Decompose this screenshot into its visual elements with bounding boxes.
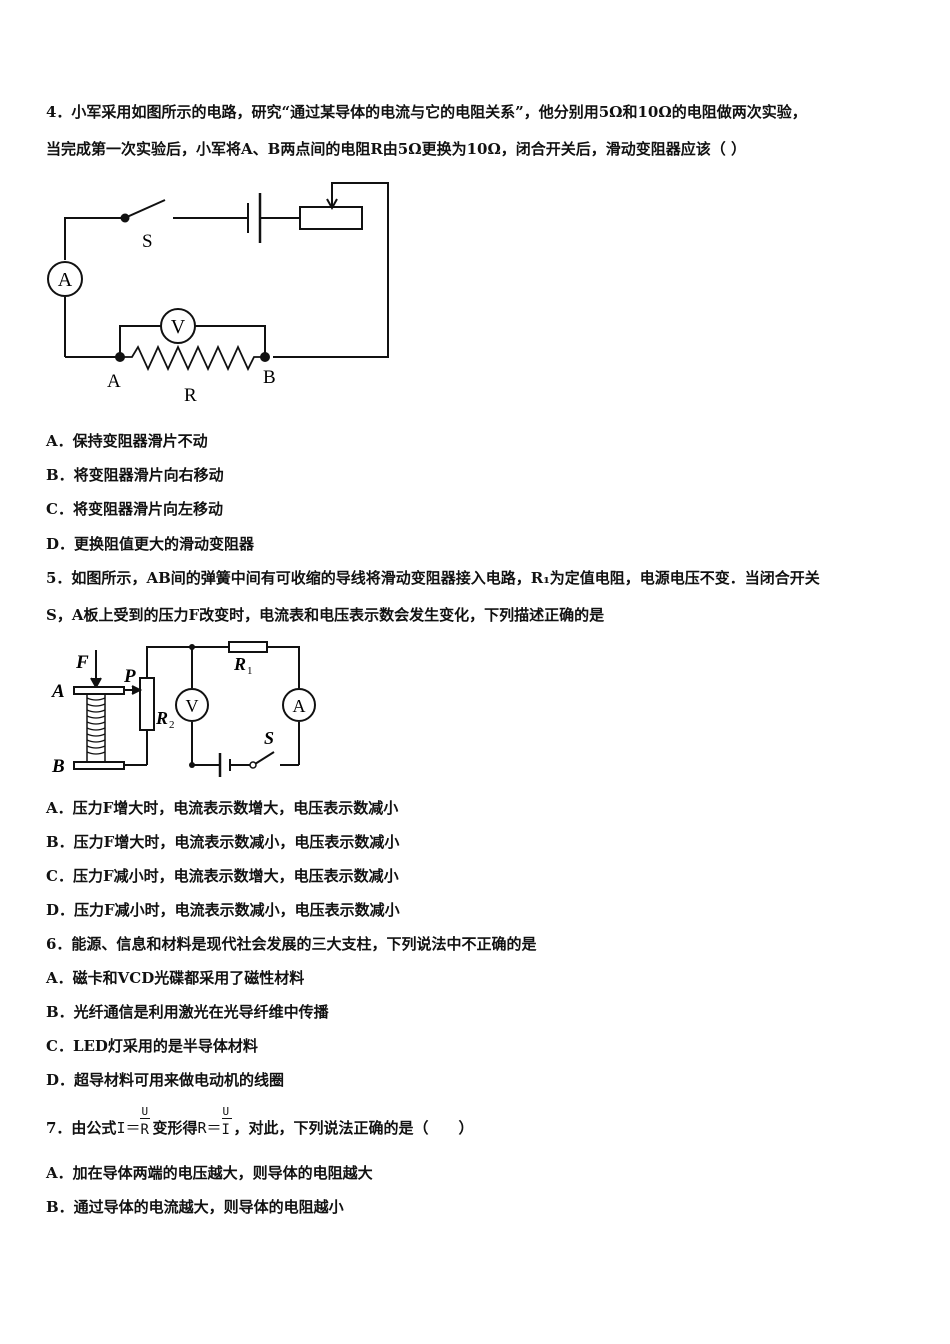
q7-formula2-num: U xyxy=(222,1105,230,1118)
q7-formula2-lhs: R＝ xyxy=(197,1119,222,1137)
q6-option-d[interactable]: D．超导材料可用来做电动机的线圈 xyxy=(46,1071,285,1089)
q5-circuit-diagram: V A F A B P R 1 R 2 S xyxy=(51,641,316,777)
switch-contact xyxy=(249,761,257,769)
ammeter-label: A xyxy=(293,696,306,716)
r2-subscript: 2 xyxy=(169,719,175,731)
q6-option-b[interactable]: B．光纤通信是利用激光在光导纤维中传播 xyxy=(46,1003,329,1021)
q7-stem-mid: 变形得 xyxy=(152,1119,198,1137)
q4-option-a[interactable]: A．保持变阻器滑片不动 xyxy=(46,432,208,450)
resistor-r xyxy=(120,344,265,372)
q5-stem-line1: 5．如图所示，AB间的弹簧中间有可收缩的导线将滑动变阻器接入电路，R₁为定值电阻… xyxy=(46,569,820,587)
ammeter xyxy=(282,688,316,722)
voltmeter xyxy=(160,308,196,344)
slider-label: P xyxy=(123,666,136,687)
r1-subscript: 1 xyxy=(247,665,253,677)
q5-option-c[interactable]: C．压力F减小时，电流表示数增大，电压表示数减小 xyxy=(46,867,399,885)
q6-stem: 6．能源、信息和材料是现代社会发展的三大支柱，下列说法中不正确的是 xyxy=(46,935,537,953)
spring xyxy=(86,697,106,755)
q7-option-b[interactable]: B．通过导体的电流越大，则导体的电阻越小 xyxy=(46,1198,344,1216)
switch-label: S xyxy=(142,231,153,252)
r2-resistor xyxy=(139,677,155,731)
ammeter-label: A xyxy=(58,269,73,291)
switch-pivot xyxy=(120,213,130,223)
q4-option-d[interactable]: D．更换阻值更大的滑动变阻器 xyxy=(46,535,255,553)
q5-option-d[interactable]: D．压力F减小时，电流表示数减小，电压表示数减小 xyxy=(46,901,400,919)
r1-label: R xyxy=(233,654,246,674)
plate-b xyxy=(73,761,125,770)
node-b xyxy=(260,352,270,362)
plate-a xyxy=(73,686,125,695)
plate-a-label: A xyxy=(51,681,65,702)
switch-blade xyxy=(126,199,166,218)
switch-label: S xyxy=(264,728,274,748)
q4-stem-line1: 4．小军采用如图所示的电路，研究“通过某导体的电流与它的电阻关系”，他分别用5Ω… xyxy=(46,103,807,121)
q7-stem-suffix: ，对此，下列说法正确的是（ ） xyxy=(233,1119,474,1137)
q5-stem-line2: S，A板上受到的压力F改变时，电流表和电压表示数会发生变化，下列描述正确的是 xyxy=(46,606,605,624)
node-a xyxy=(115,352,125,362)
q4-option-c[interactable]: C．将变阻器滑片向左移动 xyxy=(46,500,223,518)
ammeter xyxy=(47,261,83,297)
voltmeter-label: V xyxy=(186,696,199,716)
q6-option-a[interactable]: A．磁卡和VCD光碟都采用了磁性材料 xyxy=(46,969,305,987)
q7-formula1-den: R xyxy=(140,1122,149,1138)
q7-formula1-lhs: I＝ xyxy=(116,1119,141,1137)
q4-option-b[interactable]: B．将变阻器滑片向右移动 xyxy=(46,466,224,484)
plate-b-label: B xyxy=(51,756,65,777)
q7-option-a[interactable]: A．加在导体两端的电压越大，则导体的电阻越大 xyxy=(46,1164,373,1182)
q7-formula1-num: U xyxy=(141,1105,149,1118)
r1-resistor xyxy=(228,641,268,653)
voltmeter xyxy=(175,688,209,722)
r2-label: R xyxy=(155,708,168,728)
voltmeter-label: V xyxy=(171,316,186,338)
q4-circuit-diagram: A V S A B R xyxy=(47,182,389,406)
point-b-label: B xyxy=(263,367,276,388)
q6-option-c[interactable]: C．LED灯采用的是半导体材料 xyxy=(46,1037,258,1055)
rheostat-body xyxy=(299,206,363,230)
q5-option-b[interactable]: B．压力F增大时，电流表示数减小，电压表示数减小 xyxy=(46,833,400,851)
point-a-label: A xyxy=(107,371,121,392)
resistor-label: R xyxy=(184,385,197,406)
q7-stem-prefix: 7．由公式 xyxy=(46,1119,117,1137)
q5-option-a[interactable]: A．压力F增大时，电流表示数增大，电压表示数减小 xyxy=(46,799,399,817)
q4-stem-line2: 当完成第一次实验后，小军将A、B两点间的电阻R由5Ω更换为10Ω，闭合开关后，滑… xyxy=(46,140,747,158)
force-label: F xyxy=(75,652,89,673)
q7-formula2-den: I xyxy=(221,1122,230,1138)
